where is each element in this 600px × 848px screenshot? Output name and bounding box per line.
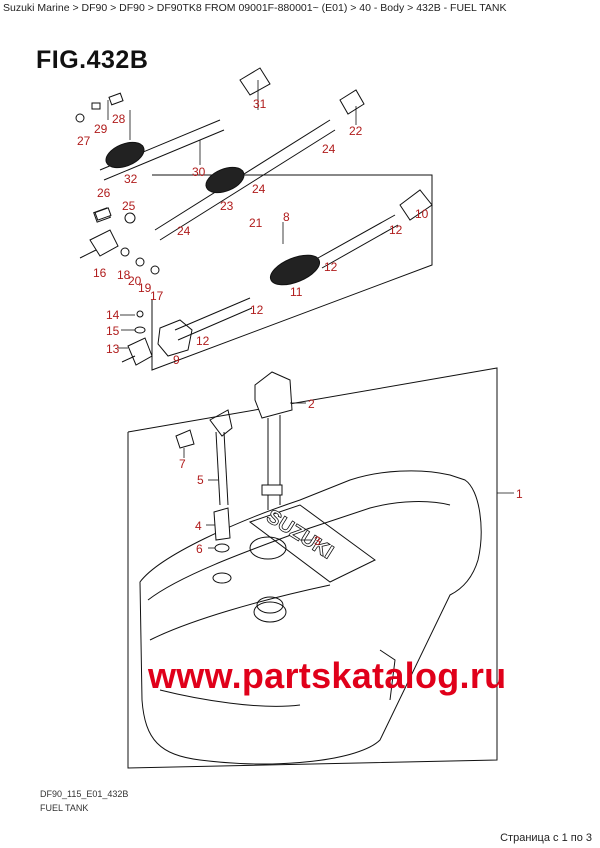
callout-15: 15 [106, 324, 120, 338]
callout-26: 26 [97, 186, 111, 200]
callout-19: 19 [138, 281, 152, 295]
hose-assembly-box [127, 174, 498, 769]
hose-line-lower [174, 189, 433, 341]
callout-12-c: 12 [250, 303, 264, 317]
callout-24-c: 24 [177, 224, 191, 238]
callout-4: 4 [195, 519, 202, 533]
callout-21: 21 [249, 216, 263, 230]
connector-parts [79, 207, 193, 366]
callout-13: 13 [106, 342, 120, 356]
callout-27: 27 [77, 134, 91, 148]
footer-diagram-name: FUEL TANK [40, 803, 89, 813]
callout-3: 3 [314, 534, 321, 548]
callout-23: 23 [220, 199, 234, 213]
fuel-gauge [175, 371, 293, 553]
callout-20: 20 [128, 274, 142, 288]
footer-diagram-code: DF90_115_E01_432B [40, 789, 129, 799]
callout-7: 7 [179, 457, 186, 471]
callout-6: 6 [196, 542, 203, 556]
fuel-tank-body [139, 470, 482, 765]
leader-lines [107, 80, 514, 549]
callout-31: 31 [253, 97, 267, 111]
callouts: 1 2 3 4 5 6 7 8 9 10 11 12 12 12 12 13 1… [77, 97, 523, 556]
callout-11: 11 [290, 285, 303, 299]
callout-25: 25 [122, 199, 136, 213]
callout-14: 14 [106, 308, 120, 322]
callout-24-a: 24 [322, 142, 336, 156]
callout-10: 10 [415, 207, 429, 221]
callout-32: 32 [124, 172, 138, 186]
callout-2: 2 [308, 397, 315, 411]
watermark-text: www.partskatalog.ru [148, 655, 507, 696]
callout-16: 16 [93, 266, 107, 280]
callout-8: 8 [283, 210, 290, 224]
breadcrumb: Suzuki Marine > DF90 > DF90 > DF90TK8 FR… [3, 2, 507, 14]
hose-line-upper [75, 67, 365, 241]
callout-24-b: 24 [252, 182, 266, 196]
callout-22: 22 [349, 124, 363, 138]
tank-brand-text: SUZUKI [262, 506, 337, 564]
callout-28: 28 [112, 112, 126, 126]
callout-9: 9 [173, 353, 180, 367]
callout-17: 17 [150, 289, 164, 303]
callout-29: 29 [94, 122, 108, 136]
callout-5: 5 [197, 473, 204, 487]
callout-12-a: 12 [389, 223, 403, 237]
callout-1: 1 [516, 487, 523, 501]
figure-title: FIG.432B [36, 46, 149, 74]
callout-30: 30 [192, 165, 206, 179]
callout-12-d: 12 [196, 334, 210, 348]
callout-12-b: 12 [324, 260, 338, 274]
page-indicator: Страница с 1 по 3 [500, 832, 592, 844]
callout-18: 18 [117, 268, 131, 282]
